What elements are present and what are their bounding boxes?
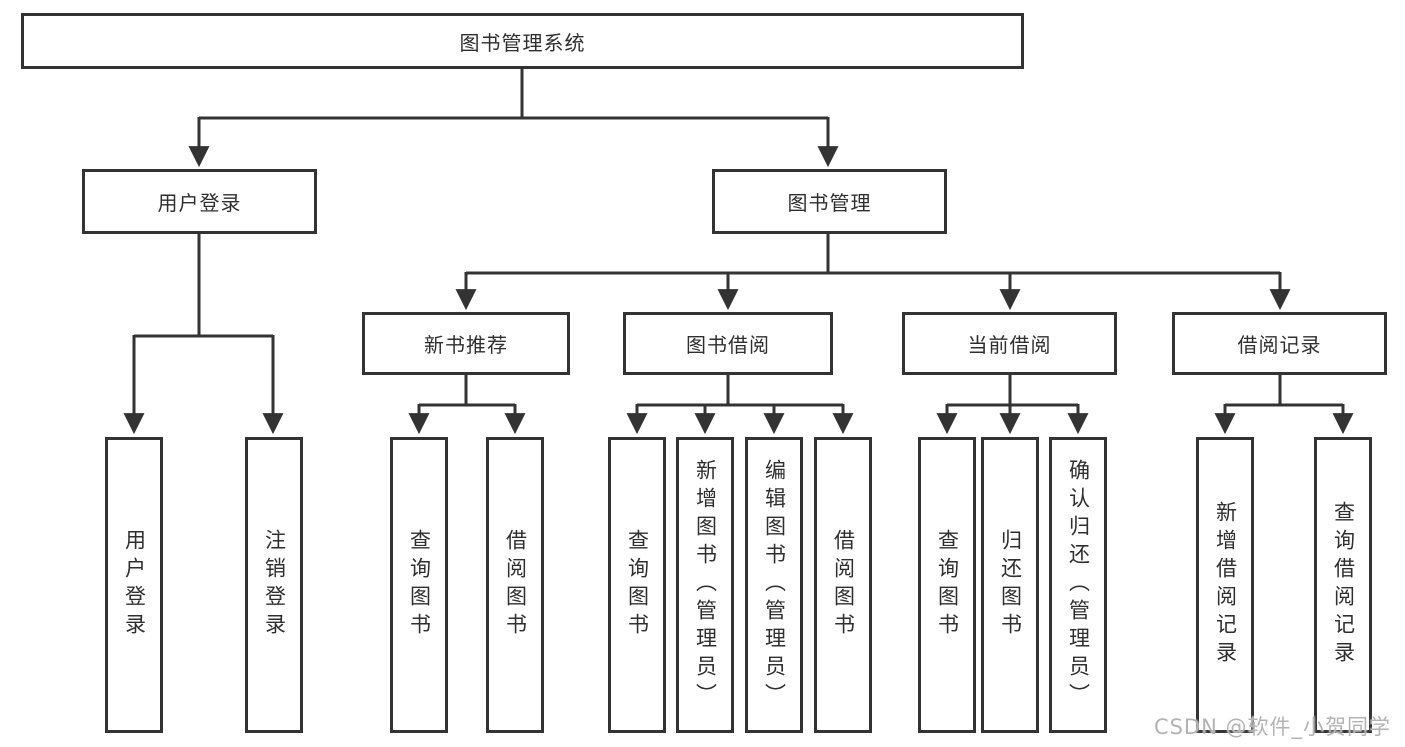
leaf-confirm-return-admin-label: 确认归还（管理员） (1066, 459, 1091, 711)
leaf-add-borrow-record-label: 新增借阅记录 (1213, 501, 1238, 669)
node-new-book-recommendation-label: 新书推荐 (424, 333, 508, 357)
leaf-query-books-3: 查询图书 (918, 437, 976, 733)
leaf-borrow-books-2-label: 借阅图书 (831, 529, 856, 641)
node-current-borrowing-label: 当前借阅 (967, 333, 1052, 357)
leaf-user-login: 用户登录 (105, 437, 163, 733)
leaf-query-borrow-record: 查询借阅记录 (1314, 437, 1372, 733)
leaf-add-borrow-record: 新增借阅记录 (1196, 437, 1254, 733)
leaf-logout: 注销登录 (245, 437, 303, 733)
leaf-edit-books-admin: 编辑图书（管理员） (745, 437, 803, 733)
leaf-query-books-2-label: 查询图书 (625, 529, 650, 641)
leaf-query-books-3-label: 查询图书 (935, 529, 960, 641)
leaf-return-books: 归还图书 (981, 437, 1039, 733)
node-root: 图书管理系统 (21, 13, 1024, 69)
leaf-query-books-2: 查询图书 (608, 437, 666, 733)
leaf-borrow-books-1: 借阅图书 (486, 437, 544, 733)
node-book-borrowing-label: 图书借阅 (686, 333, 770, 357)
node-book-management: 图书管理 (712, 169, 947, 234)
leaf-return-books-label: 归还图书 (998, 529, 1023, 641)
node-book-management-label: 图书管理 (787, 191, 872, 215)
leaf-add-books-admin: 新增图书（管理员） (676, 437, 734, 733)
leaf-borrow-books-1-label: 借阅图书 (503, 529, 528, 641)
leaf-query-books-1-label: 查询图书 (407, 529, 432, 641)
node-user-login: 用户登录 (82, 169, 317, 234)
leaf-query-borrow-record-label: 查询借阅记录 (1331, 501, 1356, 669)
leaf-borrow-books-2: 借阅图书 (814, 437, 872, 733)
node-user-login-label: 用户登录 (157, 191, 242, 215)
leaf-edit-books-admin-label: 编辑图书（管理员） (762, 459, 787, 711)
leaf-add-books-admin-label: 新增图书（管理员） (693, 459, 718, 711)
node-borrowing-records-label: 借阅记录 (1237, 333, 1322, 357)
leaf-logout-label: 注销登录 (262, 529, 287, 641)
node-root-label: 图书管理系统 (459, 30, 586, 55)
connector-arrows (123, 117, 1354, 435)
node-borrowing-records: 借阅记录 (1172, 312, 1387, 375)
node-book-borrowing: 图书借阅 (623, 312, 833, 375)
leaf-user-login-label: 用户登录 (122, 529, 147, 641)
node-current-borrowing: 当前借阅 (902, 312, 1117, 375)
leaf-query-books-1: 查询图书 (390, 437, 448, 733)
connector-bus-lines (134, 69, 1343, 407)
node-new-book-recommendation: 新书推荐 (362, 312, 570, 375)
watermark: CSDN @软件_小贺同学 (1153, 715, 1391, 739)
leaf-confirm-return-admin: 确认归还（管理员） (1049, 437, 1107, 733)
